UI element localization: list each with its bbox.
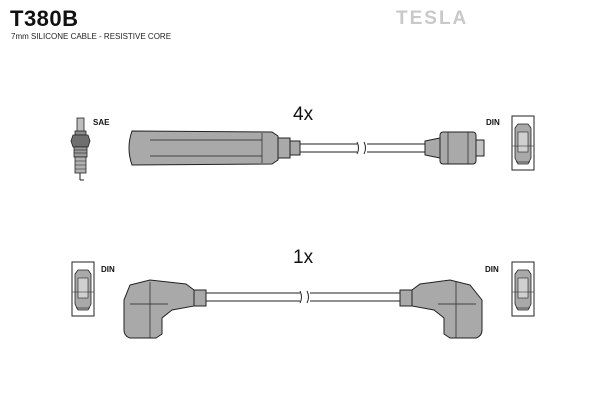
brand-logo: TESLA (396, 8, 469, 29)
din-socket-icon-bottom-right (511, 261, 535, 317)
part-number: T380B (10, 6, 79, 31)
spark-plug-icon (70, 117, 91, 181)
distributor-boot (424, 131, 485, 165)
cable-description: 7mm SILICONE CABLE - RESISTIVE CORE (11, 32, 172, 41)
bottom-lead-quantity: 1x (293, 247, 314, 268)
straight-plug-boot (128, 130, 301, 166)
din-label-top-right: DIN (486, 118, 500, 127)
din-label-bottom-left: DIN (101, 265, 115, 274)
din-label-bottom-right: DIN (485, 265, 499, 274)
angled-boot-left (123, 279, 207, 339)
din-socket-icon-bottom-left (71, 261, 95, 317)
angled-boot-right (399, 279, 483, 339)
sae-label: SAE (93, 118, 110, 127)
cable-bottom (206, 290, 400, 304)
din-socket-icon-top (511, 115, 535, 171)
cable-top (300, 141, 425, 155)
top-lead-quantity: 4x (293, 104, 314, 125)
